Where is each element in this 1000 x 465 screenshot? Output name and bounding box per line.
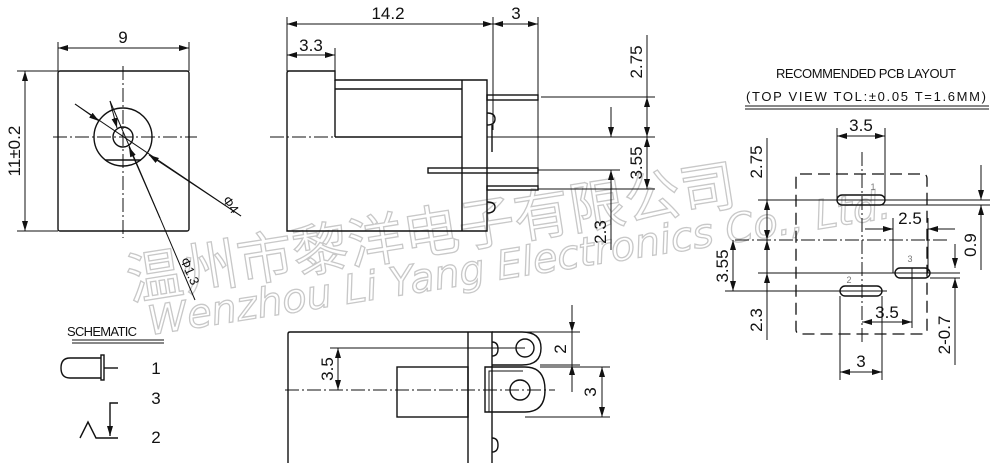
schematic-title: SCHEMATIC: [67, 324, 137, 339]
schematic-pin-2: 2: [151, 428, 160, 447]
pcb-title: RECOMMENDED PCB LAYOUT: [776, 66, 956, 81]
bottom-dim-3-5: 3.5: [318, 357, 337, 381]
pad-1-label: 1: [870, 182, 875, 192]
pcb-layout: RECOMMENDED PCB LAYOUT (TOP VIEW TOL:±0.…: [713, 66, 990, 380]
dim-3-55: 3.55: [627, 146, 646, 179]
front-length-dim: 3.3: [299, 36, 323, 55]
pad-2-label: 2: [846, 275, 851, 285]
pcb-dim-2-3: 2.3: [747, 308, 766, 332]
pcb-dim-3-5-bottom: 3.5: [875, 303, 899, 322]
pcb-dim-2-75: 2.75: [747, 145, 766, 178]
pcb-dim-2-0-7: 2-0.7: [935, 316, 954, 355]
pcb-dim-2-5: 2.5: [898, 209, 922, 228]
pcb-dim-3: 3: [856, 352, 865, 371]
length-dim: 14.2: [371, 4, 404, 23]
pcb-dim-3-5-top: 3.5: [849, 116, 873, 135]
pin-extension-dim: 3: [511, 4, 520, 23]
front-height-dim: 11±0.2: [5, 126, 24, 177]
dim-2-75: 2.75: [627, 45, 646, 78]
pad-3-label: 3: [907, 254, 912, 264]
schematic-pin-1: 1: [151, 359, 160, 378]
bottom-dim-3: 3: [581, 387, 600, 396]
outer-diameter-label: Φ4: [220, 193, 242, 216]
dim-2-3: 2.3: [591, 220, 610, 244]
watermark: 温州市黎洋电子有限公司 Wenzhou Li Yang Electronics …: [121, 153, 894, 346]
bottom-dim-2: 2: [551, 344, 570, 353]
pcb-dim-0-9: 0.9: [961, 233, 980, 257]
pcb-dim-3-55: 3.55: [713, 249, 732, 282]
pcb-subtitle: (TOP VIEW TOL:±0.05 T=1.6MM): [746, 89, 986, 104]
schematic-pin-3: 3: [151, 389, 160, 408]
bottom-view: 3.5 2 3: [285, 305, 610, 463]
front-width-dim: 9: [118, 28, 127, 47]
schematic: SCHEMATIC 1 3 2: [60, 324, 164, 447]
side-view: 14.2 3 3.3 2.75 3.55 2.3: [270, 4, 655, 250]
